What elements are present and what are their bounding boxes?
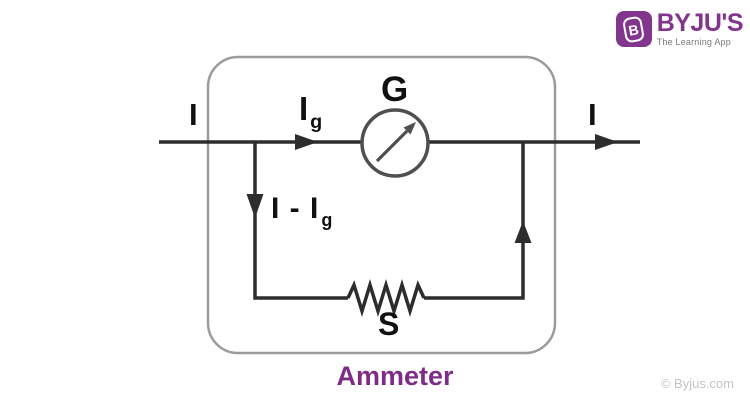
byjus-logo: B BYJU'S The Learning App xyxy=(615,9,744,48)
arrow-right-output-current xyxy=(595,134,618,150)
diagram-caption: Ammeter xyxy=(336,361,454,391)
label-galvanometer-current-main: I xyxy=(299,90,309,127)
label-current-in: I xyxy=(189,97,198,132)
label-shunt-current-sub: g xyxy=(321,209,333,230)
label-shunt-current-main: I - I xyxy=(271,192,320,225)
byjus-tagline-text: The Learning App xyxy=(656,37,731,47)
wire-shunt-right xyxy=(424,142,525,300)
ammeter-boundary-box xyxy=(206,55,557,355)
byjus-brand-text: BYJU'S xyxy=(656,9,744,37)
byjus-logo-icon: B xyxy=(615,11,652,47)
galvanometer-needle-tip xyxy=(403,122,416,135)
arrow-down-shunt-current xyxy=(246,194,264,218)
label-galvanometer: G xyxy=(381,70,409,109)
resistor-zigzag xyxy=(346,279,426,317)
arrow-right-galvanometer-current xyxy=(295,134,318,150)
byjus-logo-text: BYJU'S The Learning App xyxy=(656,9,744,48)
arrow-up-return-current xyxy=(514,221,532,243)
label-shunt-resistor: S xyxy=(378,306,400,342)
label-current-out: I xyxy=(588,97,597,132)
copyright-text: © Byjus.com xyxy=(660,376,734,391)
galvanometer-needle xyxy=(375,129,409,163)
byjus-logo-letter: B xyxy=(622,15,646,43)
label-galvanometer-current-sub: g xyxy=(310,111,323,134)
